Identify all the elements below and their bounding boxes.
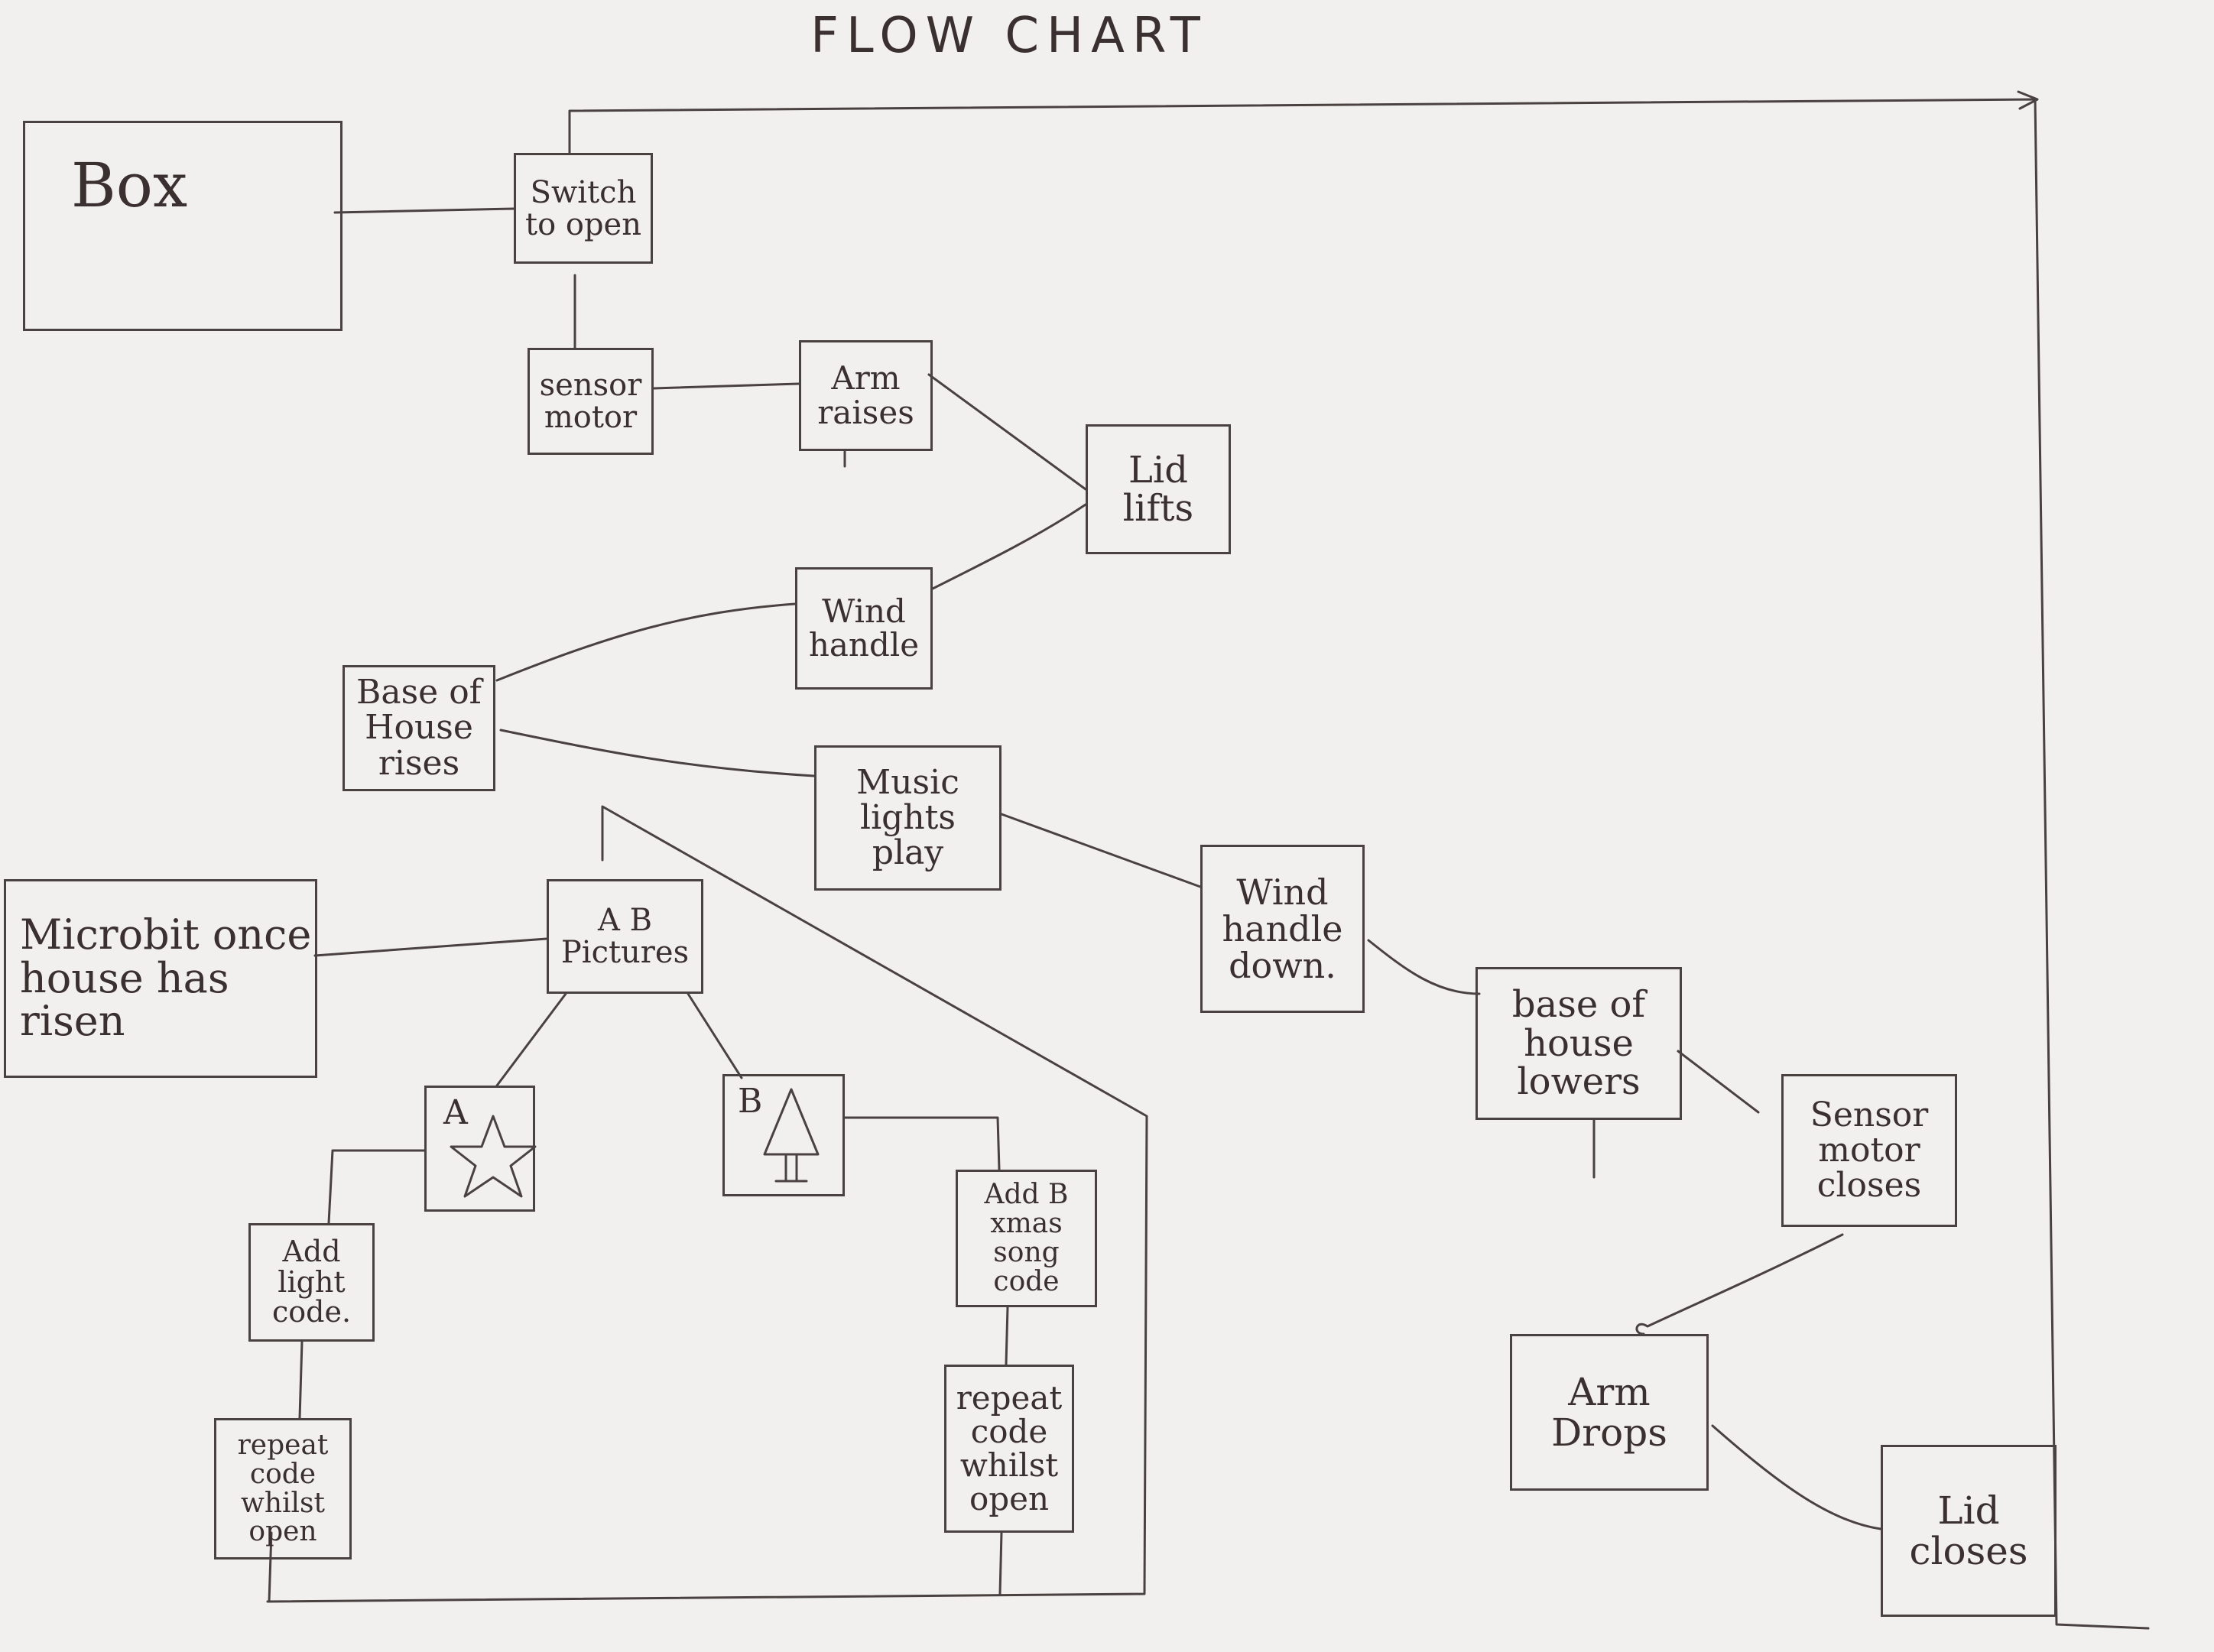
wind-handle-node: Wind handle (795, 567, 933, 690)
repeat-a-node: repeat code whilst open (214, 1418, 352, 1560)
ab-pictures-label: A B Pictures (560, 903, 690, 970)
ab-pictures-node: A B Pictures (547, 879, 703, 994)
box-label: Box (71, 150, 188, 221)
arm-raises-node: Arm raises (799, 340, 933, 451)
edge-base-wind (495, 602, 797, 682)
sensor-motor-node: sensor motor (528, 348, 654, 455)
edge-wind-lid (931, 503, 1087, 590)
microbit-label: Microbit once house has risen (20, 910, 312, 1046)
add-light-node: Add light code. (248, 1223, 375, 1342)
lid-lifts-node: Lid lifts (1086, 424, 1231, 554)
picture-a-node (424, 1086, 535, 1212)
star-icon (450, 1115, 537, 1198)
picture-b-letter: B (738, 1082, 763, 1121)
base-rises-label: Base of House rises (356, 673, 482, 783)
add-b-node: Add B xmas song code (956, 1170, 1097, 1307)
edge-sensor-arm-drops (1635, 1233, 1844, 1336)
switch-label: Switch to open (525, 174, 641, 242)
repeat-a-label: repeat code whilst open (237, 1429, 329, 1548)
switch-node: Switch to open (514, 153, 653, 264)
edge-box-switch (333, 207, 515, 214)
edge-winddown-baselowers (1367, 939, 1481, 995)
add-light-label: Add light code. (271, 1234, 352, 1329)
arm-drops-label: Arm Drops (1551, 1370, 1667, 1455)
arrowhead-top-right (2017, 90, 2039, 110)
edge-baselowers-sensor (1677, 1050, 1760, 1114)
repeat-b-node: repeat code whilst open (944, 1365, 1074, 1533)
music-node: Music lights play (814, 745, 1001, 891)
picture-a-letter: A (443, 1093, 468, 1132)
arm-raises-label: Arm raises (817, 359, 914, 431)
base-lowers-node: base of house lowers (1475, 967, 1682, 1120)
page-title: FLOW CHART (810, 8, 1208, 64)
edge-repeat-b-down (998, 1531, 1003, 1595)
edge-microbit-ab (313, 937, 548, 957)
edge-house-outline (266, 805, 1148, 1603)
edge-repeat-a-down (268, 1531, 273, 1603)
edge-music-winddown (1000, 813, 1202, 888)
music-label: Music lights play (856, 762, 959, 873)
lid-closes-label: Lid closes (1909, 1488, 2028, 1573)
sensor-motor-label: sensor motor (539, 368, 642, 435)
edge-sensor-arm (652, 382, 800, 390)
edge-armdrops-lidcloses (1711, 1424, 1882, 1530)
edge-b-addb (843, 1116, 1001, 1171)
lid-closes-node: Lid closes (1881, 1445, 2057, 1617)
sensor-closes-label: Sensor motor closes (1810, 1095, 1929, 1206)
edge-ab-b (687, 992, 743, 1079)
picture-b-node (722, 1074, 845, 1196)
repeat-b-label: repeat code whilst open (956, 1378, 1063, 1518)
edge-arm-lid (927, 373, 1087, 491)
box-node: Box (23, 121, 342, 331)
wind-down-label: Wind handle down. (1222, 871, 1343, 987)
edge-ab-a (495, 992, 567, 1087)
microbit-node: Microbit once house has risen (4, 879, 317, 1078)
arm-drops-node: Arm Drops (1510, 1334, 1709, 1491)
edge-base-music (499, 729, 816, 777)
wind-down-node: Wind handle down. (1200, 845, 1365, 1013)
add-b-label: Add B xmas song code (984, 1179, 1069, 1297)
edge-addlight-repeat (298, 1340, 304, 1420)
sensor-closes-node: Sensor motor closes (1781, 1074, 1957, 1227)
edge-a-addlight (327, 1149, 426, 1225)
tree-icon (763, 1088, 820, 1183)
wind-handle-label: Wind handle (808, 592, 920, 664)
base-rises-node: Base of House rises (342, 665, 495, 791)
edge-addb-repeat (1005, 1306, 1009, 1366)
base-lowers-label: base of house lowers (1511, 983, 1646, 1104)
lid-lifts-label: Lid lifts (1122, 448, 1194, 530)
